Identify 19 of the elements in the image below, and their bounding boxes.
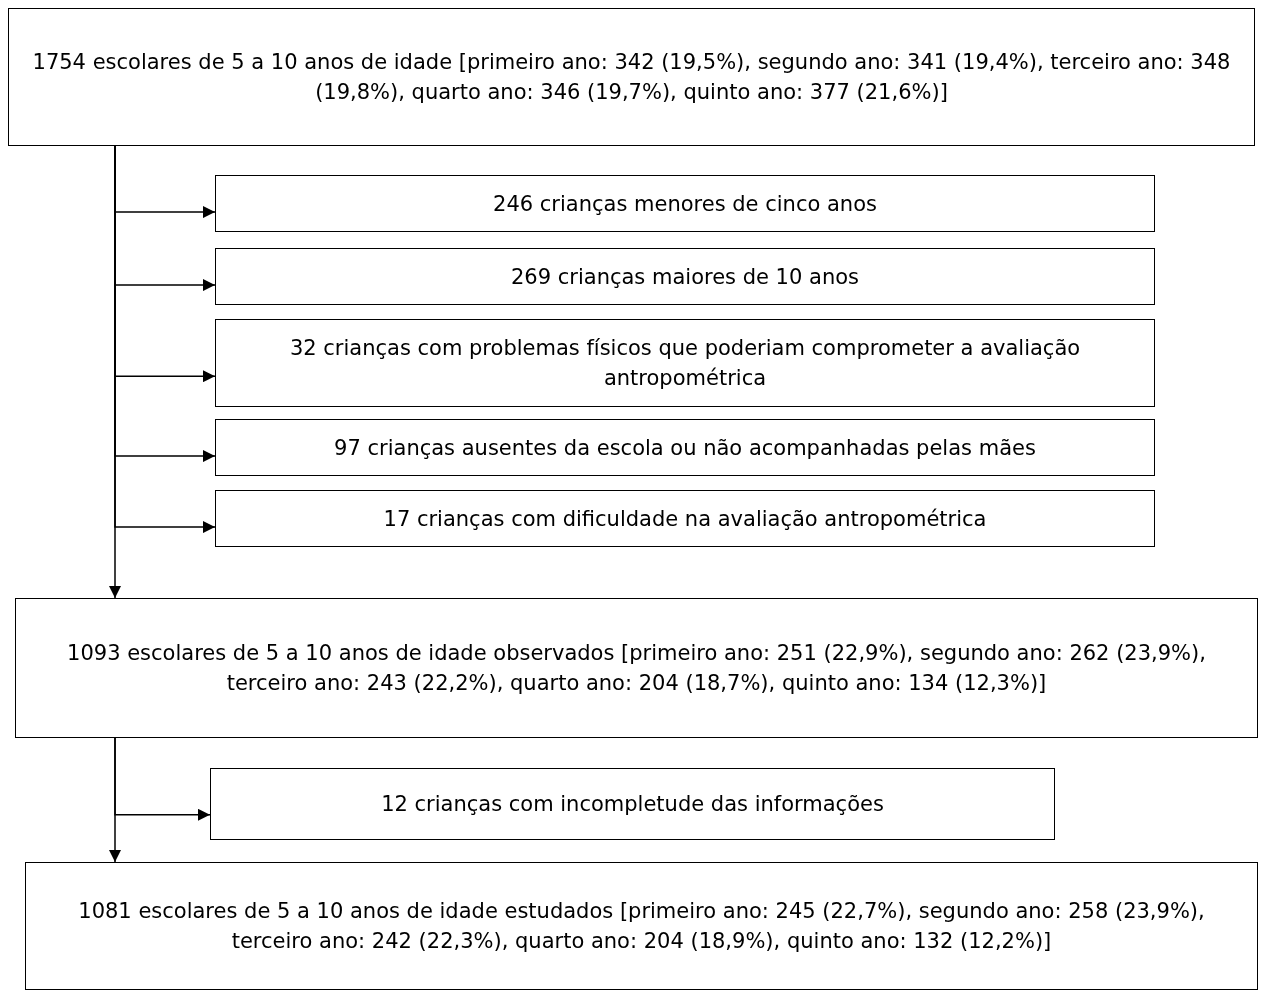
box-text: 32 crianças com problemas físicos que poderiam comprometer a avaliação antropométrica — [288, 335, 1082, 392]
process-box — [25, 862, 1258, 990]
process-box — [215, 248, 1155, 305]
box-text: 1754 escolares de 5 a 10 anos de idade [primeiro ano: 342 (19,5%), segundo ano: 341 (19,4%), terceiro ano: 348 (19,8%), quarto ano: 346 (19,7%), quinto ano: 377 (21,6%)] — [31, 49, 1232, 106]
box-text: 12 crianças com incompletude das informações — [381, 791, 884, 818]
box-text: 1093 escolares de 5 a 10 anos de idade observados [primeiro ano: 251 (22,9%), segundo ano: 262 (23,9%), terceiro ano: 243 (22,2%), quarto ano: 204 (18,7%), quinto ano: 134 (12,3%)] — [66, 640, 1207, 697]
box-text: 246 crianças menores de cinco anos — [493, 190, 877, 218]
process-box — [215, 175, 1155, 232]
box-text: 17 crianças com dificuldade na avaliação antropométrica — [383, 505, 987, 533]
box-text: 269 crianças maiores de 10 anos — [511, 263, 859, 291]
process-box — [15, 598, 1258, 738]
arrow — [109, 737, 121, 863]
box-text: 1081 escolares de 5 a 10 anos de idade estudados [primeiro ano: 245 (22,7%), segundo ano: 258 (23,9%), terceiro ano: 242 (22,3%), quarto ano: 204 (18,9%), quinto ano: 132 (12,2%)] — [77, 898, 1206, 955]
box-text: 97 crianças ausentes da escola ou não acompanhadas pelas mães — [334, 434, 1036, 462]
process-box — [215, 490, 1155, 547]
process-box — [8, 8, 1255, 146]
process-box — [210, 768, 1055, 840]
process-box — [215, 319, 1155, 407]
process-box — [215, 419, 1155, 476]
